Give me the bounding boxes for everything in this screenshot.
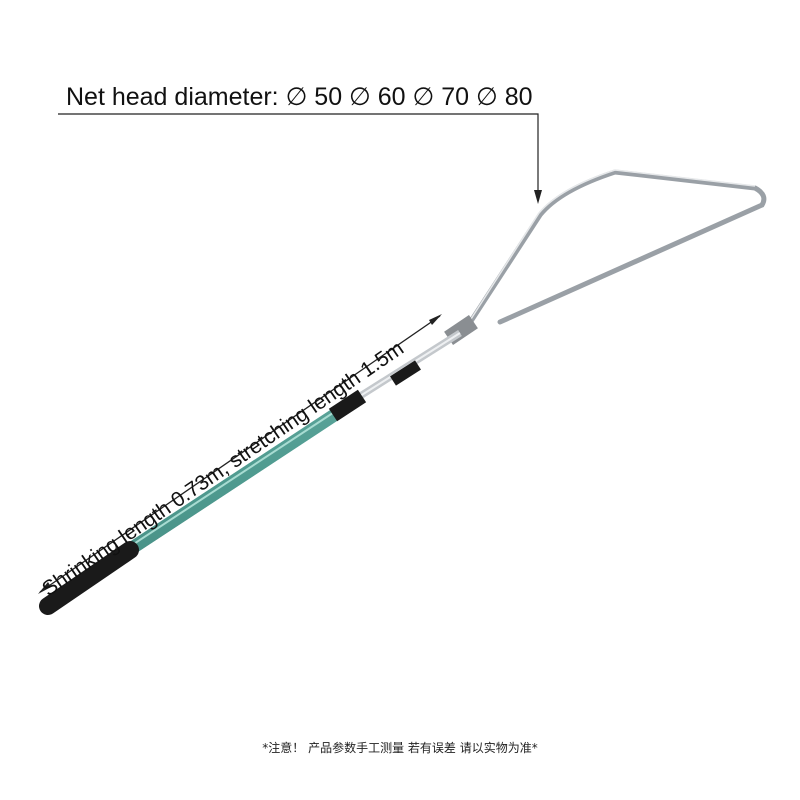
net-frame-highlight: [461, 169, 756, 334]
net-head-diameter-label: Net head diameter: ∅ 50 ∅ 60 ∅ 70 ∅ 80: [66, 83, 533, 111]
telescopic-pole: [39, 330, 462, 615]
leader-line: [58, 113, 539, 198]
disclaimer-note: *注意！ 产品参数手工测量 若有误差 请以实物为准*: [262, 741, 538, 755]
net-mesh: [490, 181, 763, 560]
dimension-line: [39, 315, 441, 593]
arrow-head-icon: [38, 582, 51, 594]
arrow-head-icon: [429, 314, 442, 325]
arrow-head-icon: [534, 190, 542, 204]
net-frame: [459, 169, 767, 338]
